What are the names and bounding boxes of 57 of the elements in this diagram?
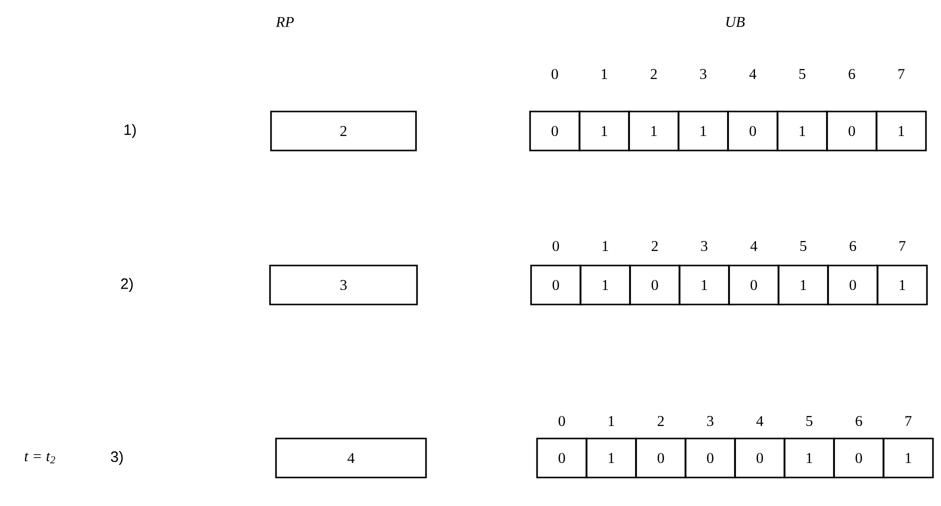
- register-box: 3: [269, 264, 418, 306]
- bit-cell: 1: [784, 438, 835, 478]
- bit-cell: 0: [734, 438, 786, 478]
- bit-cell: 1: [578, 110, 630, 152]
- bit-cell: 1: [678, 264, 730, 306]
- bit-cell: 1: [776, 110, 828, 152]
- bit-cell: 1: [876, 264, 928, 306]
- bit-index: 2: [650, 69, 657, 79]
- step-number: 3): [110, 451, 123, 465]
- bit-index: 1: [608, 416, 614, 426]
- bit-index: 3: [707, 416, 714, 426]
- bit-index: 2: [652, 241, 658, 251]
- bit-index: 0: [552, 68, 558, 80]
- bit-index: 6: [850, 240, 856, 252]
- bit-index: 3: [701, 240, 708, 252]
- bit-index: 0: [558, 416, 565, 426]
- bit-index: 4: [749, 69, 756, 79]
- bit-cell: 1: [586, 438, 637, 478]
- bit-cell: 0: [629, 264, 680, 306]
- time-label: t = t$_{2}$: [24, 452, 56, 464]
- bit-index: 5: [800, 241, 806, 251]
- bit-index: 0: [552, 240, 559, 252]
- bit-index: 2: [658, 416, 664, 426]
- bit-cell: 1: [580, 264, 631, 306]
- bit-index: 3: [700, 68, 706, 80]
- bit-cell: 0: [827, 264, 878, 306]
- bit-index: 1: [602, 69, 608, 79]
- bit-cell: 0: [529, 110, 580, 152]
- register-box: 4: [275, 438, 427, 478]
- bit-cell: 1: [778, 264, 829, 306]
- bit-index: 5: [799, 69, 806, 79]
- bit-cell: 1: [628, 110, 680, 152]
- bit-cell: 1: [876, 110, 927, 152]
- step-number: 2): [121, 278, 133, 292]
- bit-index: 6: [856, 416, 862, 426]
- bit-cell: 0: [536, 438, 588, 478]
- register-box: 2: [270, 110, 417, 152]
- register-name: RP: [276, 17, 294, 27]
- bit-index: 4: [756, 416, 764, 426]
- bit-cell: 0: [728, 264, 780, 306]
- bit-cell: 0: [684, 438, 736, 478]
- bit-cell: 0: [530, 264, 582, 306]
- register-name: UB: [726, 17, 745, 27]
- bit-cell: 1: [678, 110, 729, 152]
- step-number: 1): [124, 124, 136, 138]
- bit-cell: 0: [826, 110, 878, 152]
- bit-index: 5: [806, 416, 812, 426]
- bit-cell: 0: [833, 438, 884, 478]
- bit-cell: 0: [727, 110, 778, 152]
- bit-index: 7: [905, 416, 912, 426]
- bit-cell: 1: [882, 438, 934, 478]
- bit-index: 6: [848, 68, 856, 80]
- bit-cell: 0: [635, 438, 686, 478]
- bit-index: 4: [750, 241, 758, 251]
- bit-index: 7: [898, 69, 905, 79]
- bit-index: 1: [602, 241, 608, 251]
- bit-index: 7: [899, 241, 906, 251]
